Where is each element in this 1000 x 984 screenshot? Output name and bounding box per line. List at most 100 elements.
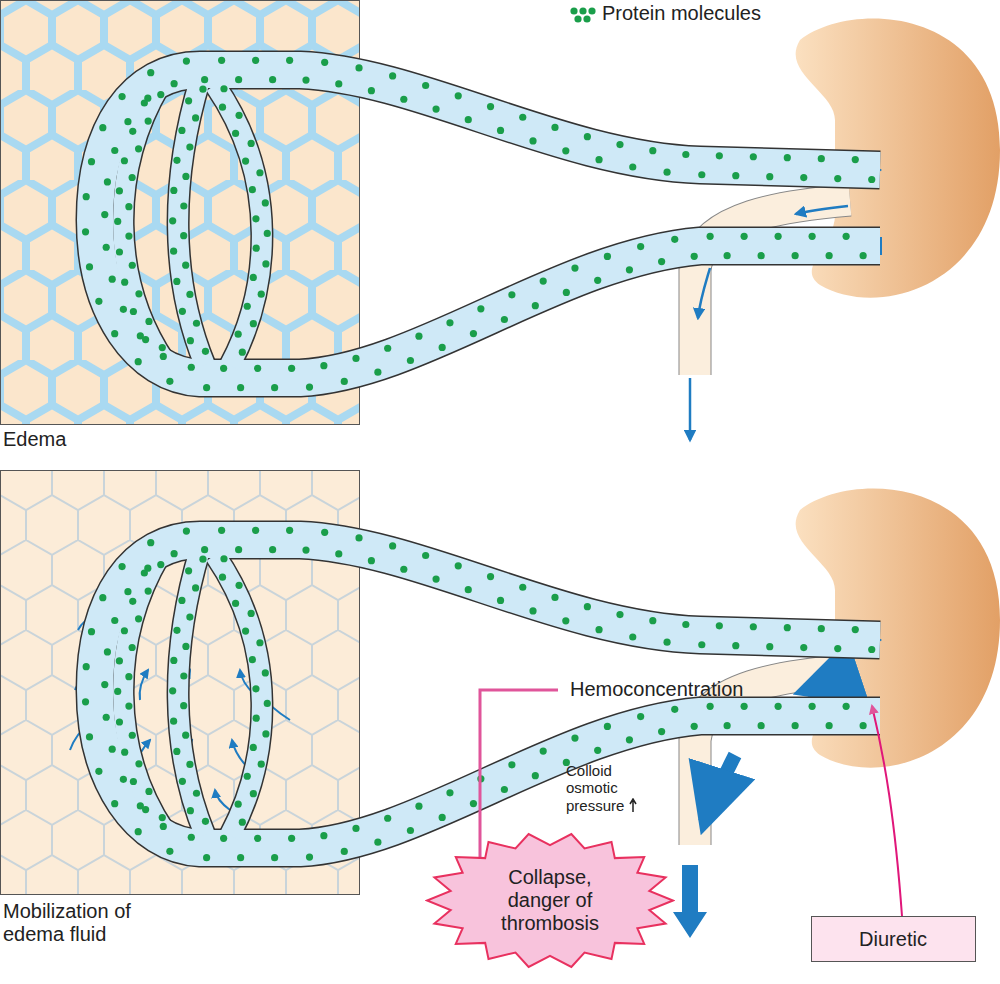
increase-arrow xyxy=(628,798,638,812)
protein-dot xyxy=(170,80,177,87)
protein-dot xyxy=(792,722,799,729)
protein-dot xyxy=(818,155,825,162)
protein-dot xyxy=(750,153,757,160)
protein-dot xyxy=(637,243,644,250)
protein-dot xyxy=(244,773,251,780)
protein-dot xyxy=(400,96,407,103)
protein-dot xyxy=(202,348,209,355)
protein-dot xyxy=(199,556,206,563)
capillary xyxy=(178,550,205,835)
protein-dot xyxy=(407,827,414,834)
protein-dot xyxy=(551,124,558,131)
protein-dot xyxy=(306,383,313,390)
protein-dot xyxy=(135,290,142,297)
protein-dot xyxy=(104,178,111,185)
protein-dot xyxy=(201,76,208,83)
protein-dot xyxy=(843,233,850,240)
protein-dot xyxy=(237,854,244,861)
protein-dot xyxy=(135,828,142,835)
protein-dot xyxy=(432,576,439,583)
protein-dot xyxy=(321,529,328,536)
protein-dot xyxy=(400,566,407,573)
protein-dot xyxy=(179,308,186,315)
protein-dot xyxy=(235,331,242,338)
protein-dot xyxy=(135,358,142,365)
protein-dot xyxy=(182,262,189,269)
protein-dot xyxy=(775,703,782,710)
protein-dot xyxy=(766,643,773,650)
protein-dot xyxy=(843,703,850,710)
protein-dot xyxy=(286,57,293,64)
protein-dot xyxy=(868,176,875,183)
protein-dot xyxy=(826,252,833,259)
protein-dot xyxy=(800,644,807,651)
protein-dot xyxy=(121,157,128,164)
protein-dot xyxy=(269,546,276,553)
protein-dot xyxy=(497,127,504,134)
capillary xyxy=(215,85,262,365)
protein-dot xyxy=(242,627,249,634)
protein-dot xyxy=(250,274,257,281)
protein-dot xyxy=(716,622,723,629)
protein-dot xyxy=(320,832,327,839)
protein-dot xyxy=(775,233,782,240)
protein-dot xyxy=(104,648,111,655)
protein-dot xyxy=(101,211,108,218)
protein-dot xyxy=(432,106,439,113)
protein-dot xyxy=(129,174,136,181)
protein-dot xyxy=(142,336,149,343)
protein-dot xyxy=(384,345,391,352)
protein-dot xyxy=(551,594,558,601)
protein-dot xyxy=(180,702,187,709)
protein-dot xyxy=(439,814,446,821)
protein-dot xyxy=(470,800,477,807)
protein-dot xyxy=(129,262,136,269)
protein-dot xyxy=(235,112,242,119)
protein-dot xyxy=(355,64,362,71)
protein-dot xyxy=(868,646,875,653)
protein-dot xyxy=(262,260,269,267)
effect-label: Hemoconcentration xyxy=(570,678,743,701)
protein-dot xyxy=(637,713,644,720)
protein-dot xyxy=(818,625,825,632)
protein-dot xyxy=(249,186,256,193)
protein-dot xyxy=(166,848,173,855)
capillary-outline xyxy=(215,85,262,365)
protein-dot xyxy=(157,91,164,98)
protein-dot xyxy=(250,320,257,327)
protein-dot xyxy=(465,116,472,123)
label-text: Edema xyxy=(3,428,66,450)
legend-swatch xyxy=(568,3,598,25)
protein-dot xyxy=(147,69,154,76)
protein-dot xyxy=(562,147,569,154)
protein-dot xyxy=(389,72,396,79)
protein-dot xyxy=(698,641,705,648)
protein-dot xyxy=(532,772,539,779)
protein-dot xyxy=(302,76,309,83)
protein-dot xyxy=(99,594,106,601)
protein-dot xyxy=(120,306,127,313)
protein-dot xyxy=(178,127,185,134)
protein-dot xyxy=(166,378,173,385)
capillary-outline xyxy=(178,550,205,835)
protein-dot xyxy=(724,252,731,259)
protein-dot xyxy=(355,534,362,541)
protein-dot xyxy=(663,169,670,176)
protein-dot xyxy=(220,365,227,372)
protein-dot xyxy=(235,582,242,589)
protein-dot xyxy=(384,815,391,822)
protein-dot xyxy=(540,277,547,284)
protein-dot xyxy=(707,703,714,710)
protein-dot xyxy=(594,277,601,284)
label-text: Hemoconcentration xyxy=(570,678,743,700)
protein-dot xyxy=(252,527,259,534)
protein-dot xyxy=(604,253,611,260)
protein-dot xyxy=(508,291,515,298)
protein-dot xyxy=(335,550,342,557)
protein-dot xyxy=(758,722,765,729)
protein-dot xyxy=(125,702,132,709)
protein-dot xyxy=(649,617,656,624)
protein-dot xyxy=(682,621,689,628)
protein-dot xyxy=(185,567,192,574)
protein-dot xyxy=(124,588,131,595)
